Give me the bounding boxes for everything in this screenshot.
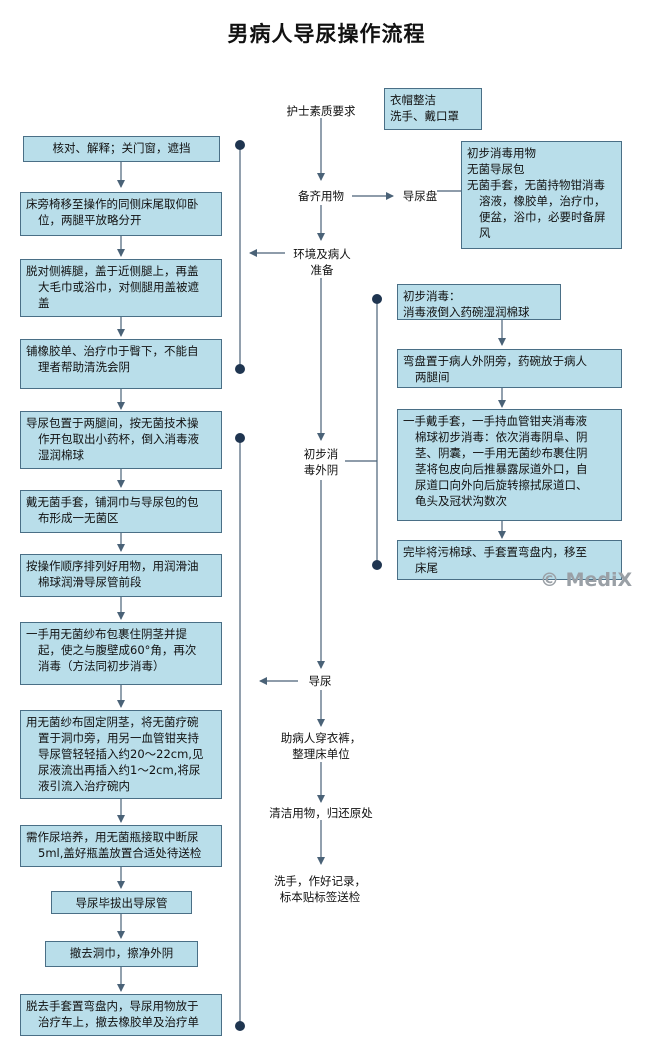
left-step-13: 脱去手套置弯盘内，导尿用物放于治疗车上，撤去橡胶单及治疗单 xyxy=(20,994,222,1036)
left-step-6: 戴无菌手套，铺洞巾与导尿包的包布形成一无菌区 xyxy=(20,490,222,533)
left-step-2: 床旁椅移至操作的同侧床尾取仰卧位，两腿平放略分开 xyxy=(20,192,222,236)
left-step-11: 导尿毕拔出导尿管 xyxy=(51,891,192,914)
initial-disinfect-label: 初步消毒外阴 xyxy=(303,447,339,477)
tray-items-box: 初步消毒用物 无菌导尿包 无菌手套，无菌持物钳消毒 溶液，橡胶单，治疗巾， 便盆… xyxy=(461,141,622,249)
catheter-tray-label: 导尿盘 xyxy=(402,189,438,203)
left-step-12: 撤去洞巾，擦净外阴 xyxy=(45,941,198,967)
left-step-3: 脱对侧裤腿，盖于近侧腿上，再盖大毛巾或浴巾，对侧腿用盖被遮盖 xyxy=(20,259,222,317)
nurse-requirements-box: 衣帽整洁洗手、戴口罩 xyxy=(384,88,482,130)
left-step-1: 核对、解释；关门窗，遮挡 xyxy=(23,136,220,162)
tray-placement-box: 弯盘置于病人外阴旁，药碗放于病人两腿间 xyxy=(397,349,622,388)
clean-supplies-label: 清洁用物，归还原处 xyxy=(269,806,373,820)
left-step-8: 一手用无菌纱布包裹住阴茎并提起，使之与腹壁成60°角，再次消毒（方法同初步消毒） xyxy=(20,622,222,685)
left-step-9: 用无菌纱布固定阴茎，将无菌疗碗置于洞巾旁，用另一血管钳夹持导尿管轻轻插入约20～… xyxy=(20,710,222,799)
env-patient-prep-label: 环境及病人准备 xyxy=(293,247,351,277)
dress-patient-label: 助病人穿衣裤，整理床单位 xyxy=(280,731,362,761)
medix-watermark: © MediX xyxy=(540,569,633,591)
record-label: 洗手，作好记录，标本贴标签送检 xyxy=(274,874,366,904)
left-step-7: 按操作顺序排列好用物，用润滑油棉球润滑导尿管前段 xyxy=(20,554,222,597)
nurse-requirements-label: 护士素质要求 xyxy=(286,104,356,118)
catheterization-label: 导尿 xyxy=(308,674,332,688)
glove-disinfect-steps-box: 一手戴手套，一手持血管钳夹消毒液 棉球初步消毒：依次消毒阴阜、阴 茎、阴囊，一手… xyxy=(397,409,622,521)
left-step-4: 铺橡胶单、治疗巾于臀下，不能自理者帮助清洗会阴 xyxy=(20,339,222,389)
prepare-supplies-label: 备齐用物 xyxy=(298,189,344,203)
initial-disinfect-box: 初步消毒：消毒液倒入药碗湿润棉球 xyxy=(397,284,561,320)
page-title: 男病人导尿操作流程 xyxy=(227,22,426,46)
finish-disinfect-box: 完毕将污棉球、手套置弯盘内，移至床尾 xyxy=(397,540,622,580)
left-step-5: 导尿包置于两腿间，按无菌技术操作开包取出小药杯，倒入消毒液湿润棉球 xyxy=(20,411,222,469)
